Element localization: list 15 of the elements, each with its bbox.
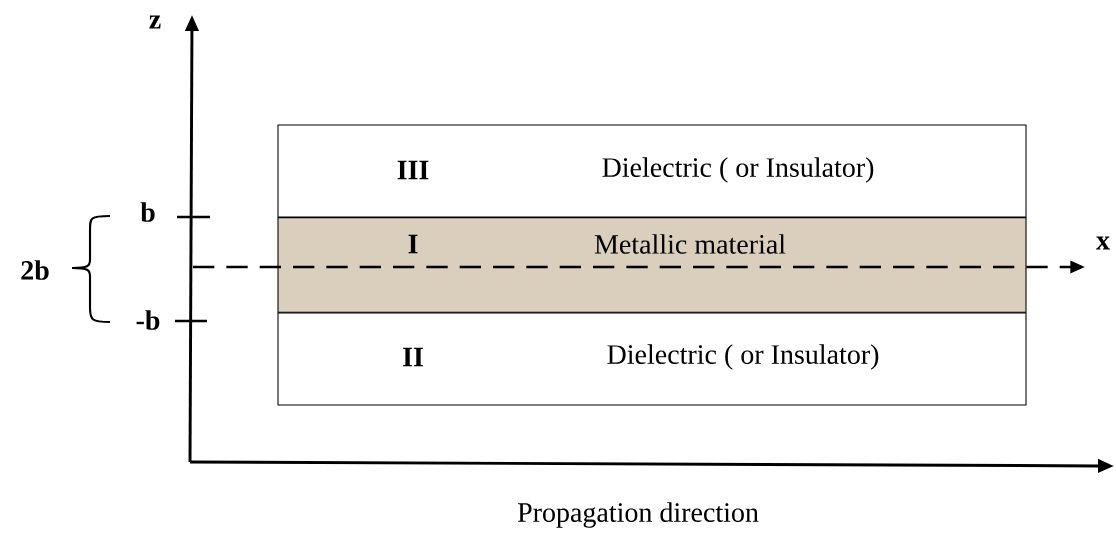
axis-label: -b [136,310,160,330]
layer-band [277,124,1027,218]
layer-label: Dielectric ( or Insulator) [607,344,879,370]
axis-label: z [149,15,161,29]
layer-label: Dielectric ( or Insulator) [602,157,874,183]
axis-label: b [140,202,155,222]
caption: Propagation direction [517,502,759,528]
layer-number: I [408,234,418,254]
axis-label: x [1096,236,1110,250]
layer-band [277,217,1027,313]
axis-label: 2b [21,260,49,280]
layer-number: II [403,347,423,367]
layer-band [277,312,1027,406]
layer-label: Metallic material [594,234,786,254]
layer-number: III [397,160,429,180]
